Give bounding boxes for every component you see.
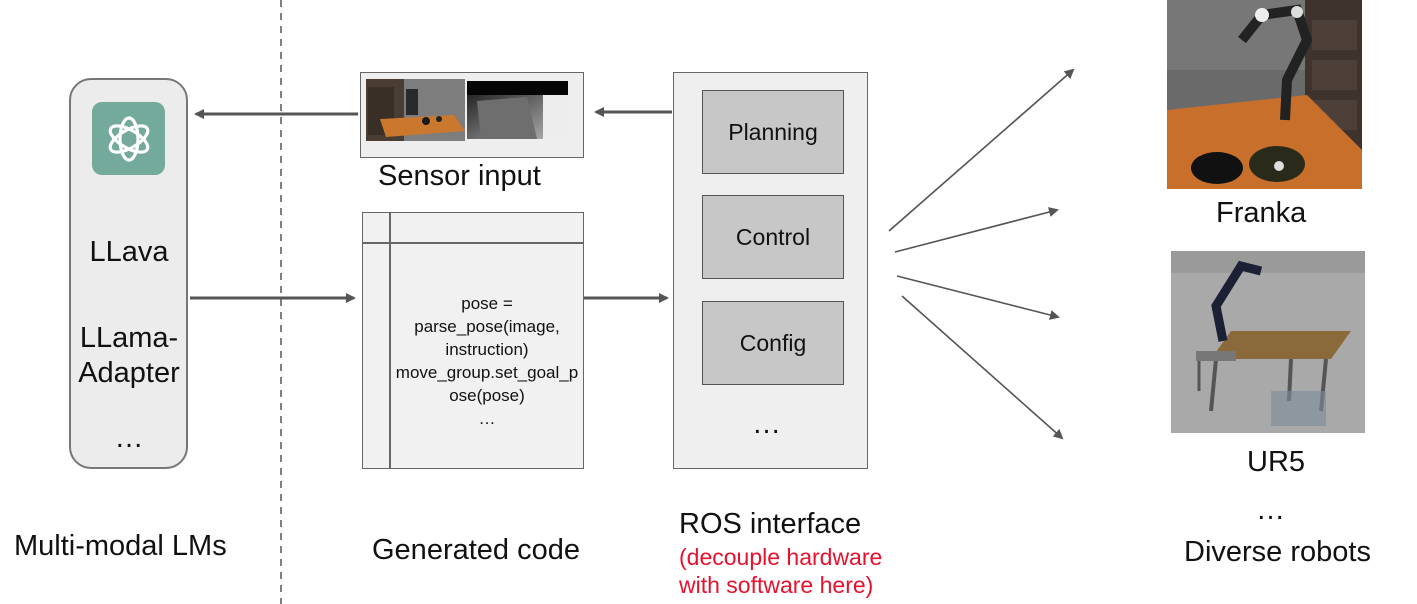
- robot-label-franka: Franka: [1216, 197, 1307, 229]
- model-llama-adapter-line1: LLama-: [79, 322, 179, 354]
- openai-logo-icon: [92, 102, 165, 175]
- ros-module-planning: Planning: [702, 90, 844, 174]
- robot-label-ur5: UR5: [1247, 446, 1306, 478]
- ros-note-line1: (decouple hardware: [679, 544, 883, 570]
- column-label-code: Generated code: [372, 534, 580, 566]
- column-label-lms: Multi-modal LMs: [14, 530, 227, 562]
- arrow-ros-to-robot-3: [896, 275, 1060, 320]
- rgb-camera-image: [366, 79, 465, 141]
- lm-more-ellipsis: …: [114, 422, 144, 454]
- depth-camera-image: [467, 81, 568, 139]
- column-label-ros: ROS interface: [679, 508, 862, 540]
- column-label-robots: Diverse robots: [1184, 536, 1371, 568]
- code-snippet: pose = parse_pose(image, instruction) mo…: [395, 294, 579, 428]
- generated-code-panel: [362, 212, 584, 469]
- ros-more-ellipsis: …: [752, 408, 781, 440]
- arrow-ros-to-robot-4: [901, 295, 1064, 440]
- ros-module-config: Config: [702, 301, 844, 385]
- ros-note-line2: with software here): [679, 572, 874, 598]
- franka-robot-image: [1167, 0, 1362, 189]
- code-header-rule: [363, 242, 583, 244]
- ros-module-control: Control: [702, 195, 844, 279]
- sensor-input-label: Sensor input: [378, 160, 541, 192]
- model-llava: LLava: [89, 236, 169, 268]
- robots-more-ellipsis: …: [1256, 494, 1285, 526]
- ur5-robot-image: [1171, 251, 1365, 433]
- arrow-ros-to-robot-1: [888, 68, 1075, 232]
- arrow-ros-to-robot-2: [894, 207, 1059, 253]
- code-gutter-rule: [389, 213, 391, 468]
- model-llama-adapter-line2: Adapter: [78, 357, 180, 389]
